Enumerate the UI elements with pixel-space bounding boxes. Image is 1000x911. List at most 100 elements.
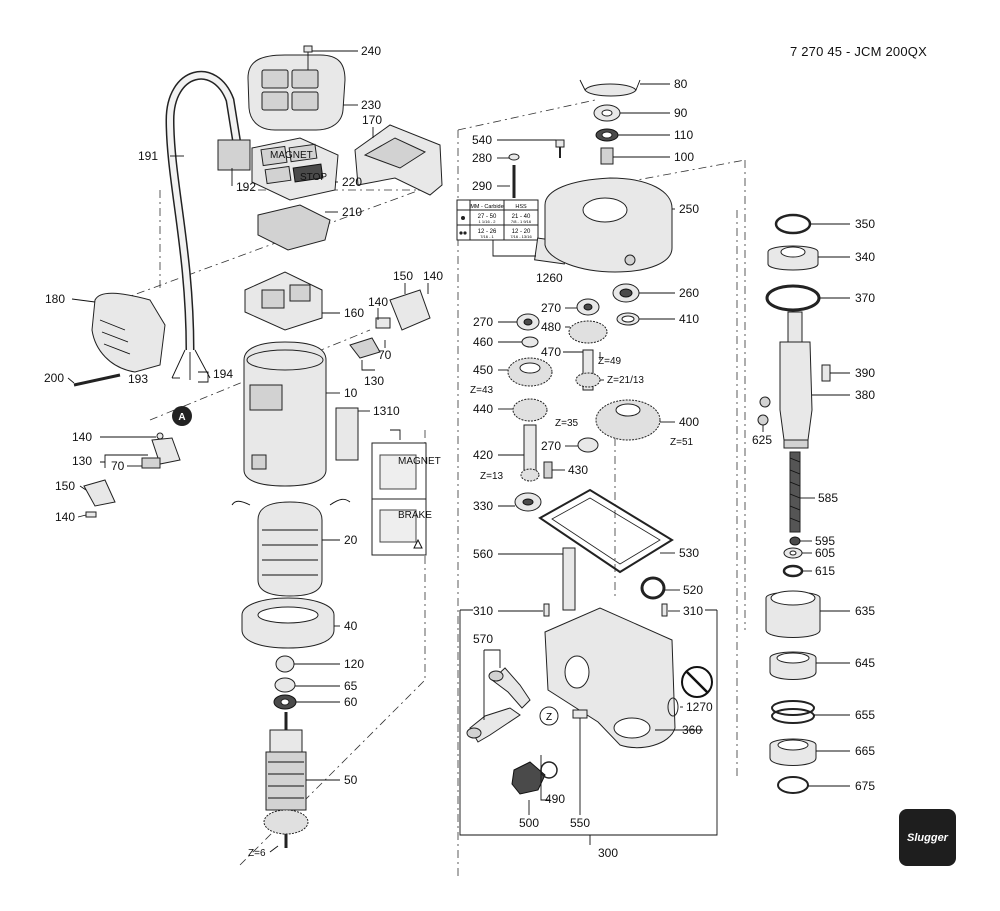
- part-switch-housing-170: [354, 124, 443, 196]
- part-handle-guard-180: [91, 292, 166, 373]
- part-ring-490: [540, 761, 558, 779]
- part-ring-595: [789, 536, 801, 546]
- part-sleeve-665: [769, 738, 817, 766]
- callout-240: 240: [361, 44, 381, 58]
- part-gear-440: [512, 398, 548, 422]
- part-collar-635: [765, 590, 821, 638]
- callout-170: 170: [362, 113, 382, 127]
- callout-70b: 70: [111, 459, 125, 473]
- part-bracket-150a: [389, 289, 431, 331]
- callout-140c: 140: [72, 430, 92, 444]
- speed-table-r1c2: 21 - 40: [512, 214, 531, 220]
- speed-table-r1c1-inch: 1 1/16 - 2: [479, 219, 497, 224]
- callout-390: 390: [855, 366, 875, 380]
- part-bearing-90: [593, 104, 621, 122]
- callout-140a: 140: [423, 269, 443, 283]
- part-rail-560: [562, 547, 576, 611]
- part-ring-410: [616, 312, 640, 326]
- callout-192: 192: [236, 180, 256, 194]
- magnet-button-label: MAGNET: [270, 150, 313, 161]
- callout-310a: 310: [473, 604, 493, 618]
- callout-645: 645: [855, 656, 875, 670]
- part-gear-450: [507, 357, 553, 387]
- brand-logo: Slugger: [899, 809, 956, 866]
- part-switch-bracket-130b: [141, 432, 181, 469]
- part-circlip-350: [774, 213, 812, 235]
- part-bearing-270b: [516, 313, 540, 331]
- callout-80: 80: [674, 77, 688, 91]
- callout-500: 500: [519, 816, 539, 830]
- part-shaft-420: [520, 424, 540, 482]
- callout-615: 615: [815, 564, 835, 578]
- part-bearing-340: [767, 245, 819, 271]
- instruction-label-a: MAGNET: [398, 456, 441, 467]
- part-gear-400: [595, 399, 661, 441]
- part-motor-housing-10: [243, 341, 327, 487]
- callout-50: 50: [344, 773, 358, 787]
- part-bushing-100: [600, 147, 614, 165]
- marker-z-label: Z: [546, 712, 552, 723]
- reference-marker-z: Z: [539, 706, 559, 726]
- part-spacer-65: [274, 677, 296, 693]
- callout-280: 280: [472, 151, 492, 165]
- assembly-boundary-lines: [119, 99, 746, 880]
- part-spring-585: [789, 451, 801, 533]
- callout-450: 450: [473, 363, 493, 377]
- callout-labels: 240 230 170 191 192 220 210 180 160 150 …: [44, 44, 875, 860]
- callout-260: 260: [679, 286, 699, 300]
- callout-193: 193: [128, 372, 148, 386]
- callout-130b: 130: [72, 454, 92, 468]
- part-sleeve-645: [769, 651, 817, 680]
- part-pinion-470: [575, 349, 601, 391]
- part-ring-520: [640, 576, 666, 600]
- part-ring-370: [765, 284, 821, 312]
- part-screw-540: [555, 139, 565, 158]
- part-key-390: [821, 364, 831, 382]
- callout-210: 210: [342, 205, 362, 219]
- callout-150a: 150: [393, 269, 413, 283]
- callout-400: 400: [679, 415, 699, 429]
- part-circlip-615: [782, 564, 804, 578]
- part-pin-310b: [661, 603, 668, 617]
- speed-table-r1c2-inch: 7/8 - 1 9/16: [511, 219, 532, 224]
- callout-220: 220: [342, 175, 362, 189]
- callout-1270: 1270: [686, 700, 713, 714]
- callout-410: 410: [679, 312, 699, 326]
- callout-520: 520: [683, 583, 703, 597]
- part-rod-200: [73, 373, 121, 387]
- callout-460: 460: [473, 335, 493, 349]
- callout-430: 430: [568, 463, 588, 477]
- part-bearing-270c: [577, 437, 599, 453]
- callout-110: 110: [674, 128, 693, 142]
- callout-1310: 1310: [373, 404, 400, 418]
- part-bearing-260: [612, 283, 640, 303]
- callout-300: 300: [598, 846, 618, 860]
- callout-605: 605: [815, 546, 835, 560]
- callout-140b: 140: [368, 295, 388, 309]
- callout-290: 290: [472, 179, 492, 193]
- part-pin-310a: [543, 603, 550, 617]
- part-field-coil-20: [231, 498, 351, 597]
- callout-560: 560: [473, 547, 493, 561]
- part-gear-cover-250: [544, 177, 673, 273]
- part-bearing-60: [273, 694, 297, 710]
- part-control-cover-230: [247, 54, 346, 131]
- callout-1260: 1260: [536, 271, 563, 285]
- part-lever-570b: [466, 707, 521, 743]
- callout-191: 191: [138, 149, 158, 163]
- part-nut-280: [508, 153, 520, 161]
- part-gear-480: [568, 320, 608, 344]
- callout-z13: Z=13: [480, 471, 504, 482]
- part-ring-460: [521, 336, 539, 348]
- part-ball-625: [757, 396, 771, 426]
- callout-420: 420: [473, 448, 493, 462]
- part-fan-cover-40: [241, 597, 335, 649]
- callout-585: 585: [818, 491, 838, 505]
- callout-65: 65: [344, 679, 358, 693]
- callout-540: 540: [472, 133, 492, 147]
- part-cable-191: [165, 70, 251, 380]
- callout-60: 60: [344, 695, 358, 709]
- leader-lines: [67, 50, 850, 853]
- speed-table-r2c1: 12 - 26: [478, 229, 497, 235]
- part-fitting-550: [572, 709, 588, 719]
